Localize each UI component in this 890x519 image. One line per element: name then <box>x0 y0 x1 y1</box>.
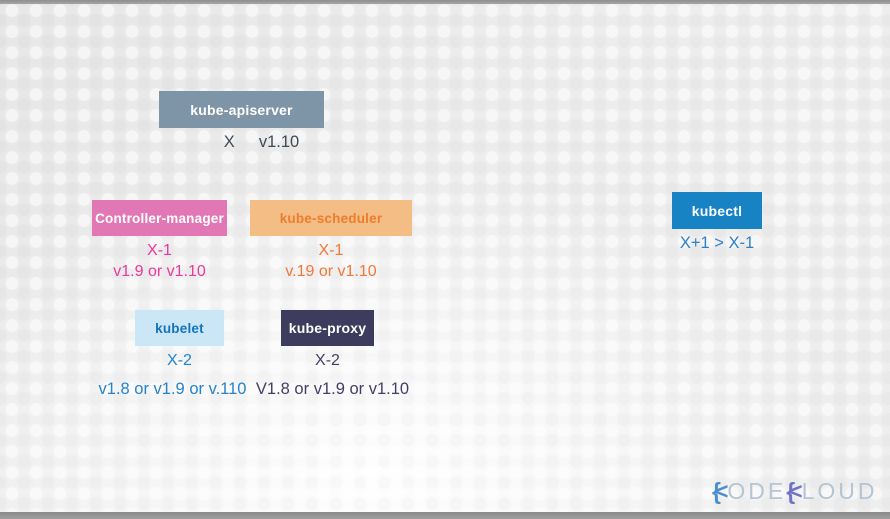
bottom-border-bar <box>0 512 890 519</box>
kube-scheduler-versions: v.19 or v1.10 <box>285 263 377 280</box>
kube-proxy-versions: V1.8 or v1.9 or v1.10 <box>255 380 410 398</box>
kubectl-version-offset: X+1 > X-1 <box>679 234 755 252</box>
kodekloud-logo: {< ODE {< LOUD <box>712 478 878 505</box>
top-border-bar <box>0 0 890 4</box>
kube-scheduler-box: kube-scheduler <box>250 200 412 236</box>
kube-apiserver-box: kube-apiserver <box>159 91 324 128</box>
kubectl-label: kubectl <box>691 202 743 219</box>
kubelet-version-offset: X-2 <box>167 352 192 369</box>
controller-manager-version-offset: X-1 <box>147 242 172 259</box>
logo-k-icon: {< <box>786 478 803 504</box>
kube-scheduler-label: kube-scheduler <box>279 210 383 226</box>
kube-scheduler-version-offset: X-1 <box>318 242 344 259</box>
kube-proxy-box: kube-proxy <box>281 310 374 346</box>
kube-apiserver-versions: v1.10 <box>258 133 300 151</box>
kube-apiserver-label: kube-apiserver <box>190 101 293 118</box>
kube-apiserver-version-row: X v1.10 <box>179 133 344 152</box>
controller-manager-box: Controller-manager <box>92 200 227 236</box>
logo-k-icon: {< <box>712 478 729 504</box>
logo-text-loud: LOUD <box>801 478 878 504</box>
kube-proxy-version-offset: X-2 <box>315 352 340 369</box>
kubectl-box: kubectl <box>672 192 762 229</box>
kube-apiserver-version-offset: X <box>223 133 235 151</box>
kubelet-versions: v1.8 or v1.9 or v.110 <box>98 380 247 398</box>
kubelet-box: kubelet <box>135 310 224 346</box>
logo-text-ode: ODE <box>727 478 787 504</box>
controller-manager-versions: v1.9 or v1.10 <box>113 263 206 280</box>
controller-manager-label: Controller-manager <box>95 210 224 226</box>
kubelet-label: kubelet <box>155 320 204 336</box>
kube-proxy-label: kube-proxy <box>288 320 367 336</box>
